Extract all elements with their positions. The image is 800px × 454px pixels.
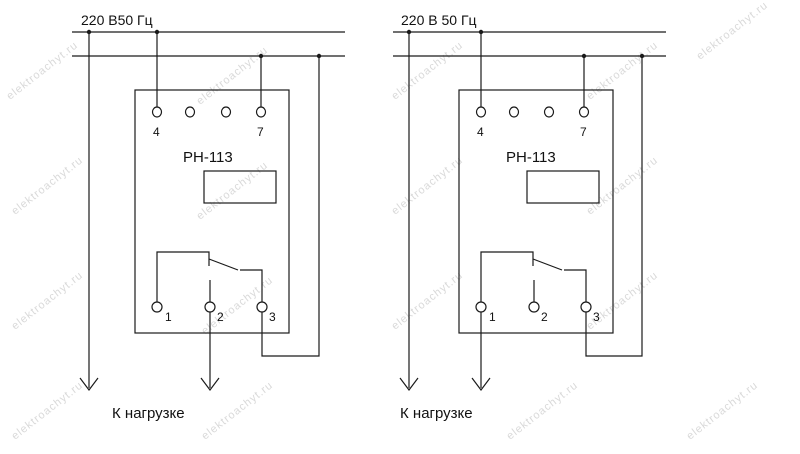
watermark-text: elektroachyt.ru	[194, 159, 270, 222]
terminal-label-3: 3	[269, 310, 276, 324]
watermark-text: elektroachyt.ru	[504, 379, 580, 442]
terminal-6	[220, 106, 232, 118]
watermark-text: elektroachyt.ru	[584, 154, 660, 217]
relay-model-label: РН-113	[506, 149, 556, 166]
scheme-left-dots	[86, 29, 322, 59]
terminal-label-1: 1	[165, 310, 172, 324]
load-arrow-icon	[399, 377, 419, 391]
relay-model-label: РН-113	[183, 149, 233, 166]
junction-dot	[258, 53, 264, 59]
terminal-6	[543, 106, 555, 118]
relay-contact-no	[564, 269, 587, 302]
scheme-right-labels: 220 В 50 Гц РН-113 4 7 1 2 3 К нагрузке	[400, 12, 600, 422]
supply-label: 220 В 50 Гц	[401, 12, 477, 28]
watermark-text: elektroachyt.ru	[584, 39, 660, 102]
terminal-label-1: 1	[489, 310, 496, 324]
supply-label: 220 В50 Гц	[81, 12, 153, 28]
scheme-left	[72, 31, 345, 391]
load-arrow-icon	[79, 377, 99, 391]
relay-contact-no	[240, 269, 263, 302]
watermark-text: elektroachyt.ru	[389, 154, 465, 217]
terminal-7	[578, 106, 590, 118]
watermark-text: elektroachyt.ru	[9, 379, 85, 442]
watermark-text: elektroachyt.ru	[9, 269, 85, 332]
terminal-1	[151, 301, 163, 313]
junction-dot	[478, 29, 484, 35]
junction-dot	[581, 53, 587, 59]
junction-dot	[406, 29, 412, 35]
terminal-2	[204, 301, 216, 313]
terminal-label-7: 7	[257, 125, 264, 139]
relay-switch-blade	[532, 258, 563, 271]
load-arrow-icon	[471, 377, 491, 391]
relay-body	[458, 89, 614, 334]
watermark-text: elektroachyt.ru	[389, 39, 465, 102]
terminal-label-2: 2	[541, 310, 548, 324]
terminal-4	[475, 106, 487, 118]
terminal-2	[528, 301, 540, 313]
relay-display-window	[203, 170, 277, 204]
watermark-text: elektroachyt.ru	[194, 44, 270, 107]
watermark-text: elektroachyt.ru	[389, 269, 465, 332]
junction-dot	[154, 29, 160, 35]
relay-switch-blade	[208, 258, 239, 271]
wire-neutral-loop	[261, 56, 320, 357]
terminal-label-4: 4	[477, 125, 484, 139]
terminal-4	[151, 106, 163, 118]
scheme-left-labels: 220 В50 Гц РН-113 4 7 1 2 3 К нагрузке	[81, 12, 276, 422]
junction-dot	[639, 53, 645, 59]
relay-body	[134, 89, 290, 334]
watermark-text: elektroachyt.ru	[694, 0, 770, 62]
terminal-label-2: 2	[217, 310, 224, 324]
terminal-1	[475, 301, 487, 313]
junction-dot	[316, 53, 322, 59]
load-label: К нагрузке	[112, 405, 185, 422]
terminal-7	[255, 106, 267, 118]
relay-display-window	[526, 170, 600, 204]
junction-dot	[86, 29, 92, 35]
relay-contact-wiring	[156, 251, 210, 302]
terminal-label-3: 3	[593, 310, 600, 324]
load-label: К нагрузке	[400, 405, 473, 422]
terminal-3	[256, 301, 268, 313]
watermark-layer: elektroachyt.ru elektroachyt.ru elektroa…	[4, 0, 770, 442]
terminal-3	[580, 301, 592, 313]
scheme-right	[393, 31, 666, 391]
terminal-5	[508, 106, 520, 118]
watermark-text: elektroachyt.ru	[9, 154, 85, 217]
terminal-label-4: 4	[153, 125, 160, 139]
watermark-text: elektroachyt.ru	[684, 379, 760, 442]
watermark-text: elektroachyt.ru	[199, 274, 275, 337]
terminal-5	[184, 106, 196, 118]
wire-neutral-loop	[585, 56, 643, 357]
terminal-label-7: 7	[580, 125, 587, 139]
load-arrow-icon	[200, 377, 220, 391]
relay-contact-wiring	[480, 251, 534, 302]
scheme-right-dots	[406, 29, 645, 59]
watermark-text: elektroachyt.ru	[4, 39, 80, 102]
